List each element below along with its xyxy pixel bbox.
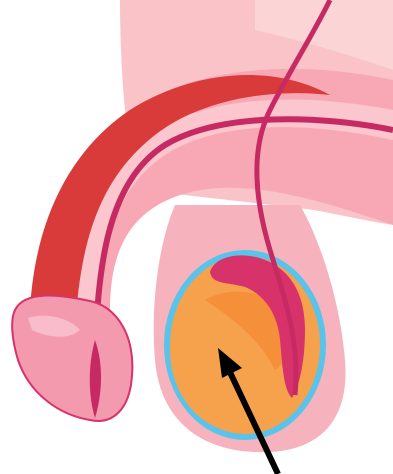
glans bbox=[12, 296, 132, 421]
